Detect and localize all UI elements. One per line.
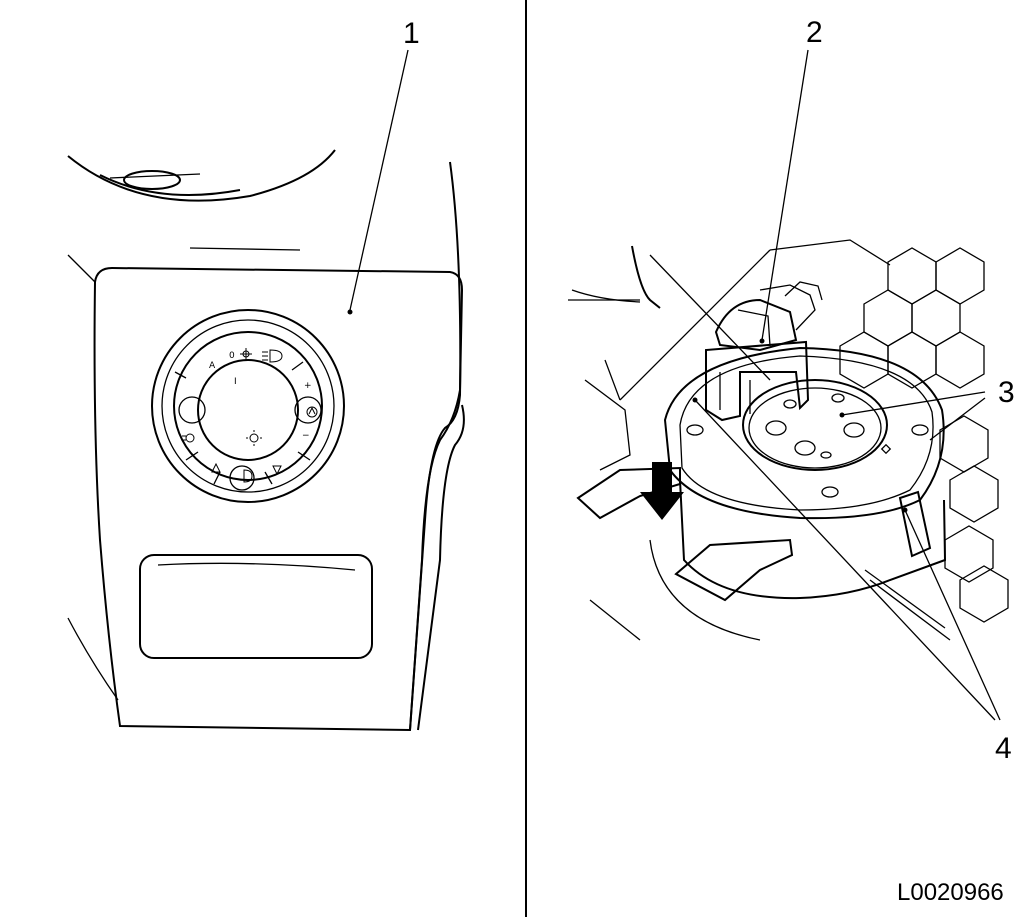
right-panel-module: 2 3 4 (568, 16, 1015, 765)
leader-4a (694, 399, 996, 721)
storage-recess (139, 554, 373, 659)
leader-1 (349, 49, 409, 311)
beam-adjust-icon (306, 406, 318, 418)
dashboard-illumination-icon (246, 430, 262, 446)
left-panel-dashboard: A 0 + − I (67, 17, 465, 732)
switch-off-symbol: 0 (229, 351, 235, 361)
rear-fog-icon (243, 469, 253, 483)
direction-arrow-icon (640, 462, 684, 520)
leader-4-dot-a (692, 397, 698, 403)
leader-2 (761, 49, 809, 341)
retaining-clip-left (576, 466, 681, 520)
retaining-clip-right (898, 490, 932, 558)
leader-1-dot (347, 309, 353, 315)
switch-minus-symbol: − (302, 431, 310, 441)
light-switch: A 0 + − I (151, 309, 345, 503)
callout-3: 3 (998, 376, 1015, 409)
honeycomb-mesh (839, 247, 1009, 623)
figure-code: L0020966 (897, 879, 1004, 906)
trim-panel (93, 266, 464, 732)
arrow-up-icon (211, 462, 221, 473)
switch-auto-symbol: A (209, 361, 216, 371)
leader-3-dot (839, 412, 845, 418)
parking-light-icon (240, 348, 252, 360)
switch-plus-symbol: + (304, 381, 312, 391)
callout-1: 1 (403, 17, 420, 50)
retaining-clip-front (674, 538, 794, 602)
switch-tick-mark: I (234, 377, 237, 387)
sensor-disc (686, 379, 929, 498)
housing-ring (663, 346, 945, 520)
fog-light-icon (182, 433, 195, 443)
leader-4-dot-b (902, 507, 908, 513)
leader-3a (841, 391, 986, 416)
leader-2-dot (759, 338, 765, 344)
leader-3b (929, 397, 986, 441)
connector-plug (705, 281, 823, 422)
leader-4b (904, 509, 1001, 721)
arrow-down-icon (272, 465, 282, 476)
headlight-icon (262, 349, 283, 363)
callout-2: 2 (806, 16, 823, 49)
callout-4: 4 (995, 732, 1012, 765)
